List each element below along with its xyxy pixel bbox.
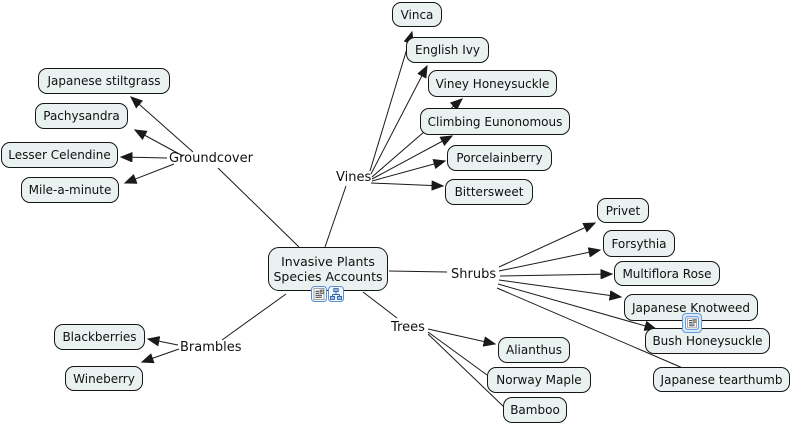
node-bittersweet[interactable]: Bittersweet	[445, 179, 533, 205]
root-node-title-line1: Invasive Plants	[281, 254, 375, 269]
document-list-icon	[311, 286, 327, 302]
node-porcelainberry[interactable]: Porcelainberry	[447, 145, 552, 171]
node-multiflora-rose[interactable]: Multiflora Rose	[614, 261, 720, 286]
root-node-invasive-plants[interactable]: Invasive Plants Species Accounts	[268, 247, 388, 291]
node-lesser-celendine[interactable]: Lesser Celendine	[1, 142, 118, 168]
node-alianthus[interactable]: Alianthus	[498, 337, 570, 363]
node-japanese-tearthumb[interactable]: Japanese tearthumb	[653, 367, 790, 392]
root-node-title-line2: Species Accounts	[273, 269, 383, 284]
shrubs-connectors	[496, 223, 686, 370]
trees-connectors	[427, 328, 505, 408]
bush-honeysuckle-note-icon-halo	[682, 313, 702, 333]
branch-label-vines[interactable]: Vines	[336, 170, 372, 185]
node-mile-a-minute[interactable]: Mile-a-minute	[21, 177, 119, 203]
document-list-icon	[685, 316, 699, 330]
brambles-connectors	[142, 339, 180, 362]
node-blackberries[interactable]: Blackberries	[54, 324, 145, 350]
node-bamboo[interactable]: Bamboo	[503, 397, 567, 423]
node-pachysandra[interactable]: Pachysandra	[35, 103, 128, 129]
branch-label-shrubs[interactable]: Shrubs	[451, 267, 497, 282]
node-forsythia[interactable]: Forsythia	[603, 230, 675, 257]
node-bush-honeysuckle[interactable]: Bush Honeysuckle	[645, 328, 770, 354]
node-japanese-stiltgrass[interactable]: Japanese stiltgrass	[38, 68, 170, 94]
node-vinca[interactable]: Vinca	[392, 2, 442, 27]
node-norway-maple[interactable]: Norway Maple	[487, 367, 591, 393]
node-japanese-knotweed[interactable]: Japanese Knotweed	[624, 294, 758, 321]
branch-label-trees[interactable]: Trees	[391, 320, 425, 335]
org-chart-icon	[328, 286, 344, 302]
branch-label-brambles[interactable]: Brambles	[180, 340, 242, 355]
node-privet[interactable]: Privet	[597, 198, 649, 223]
branch-label-groundcover[interactable]: Groundcover	[169, 151, 253, 166]
node-viney-honeysuckle[interactable]: Viney Honeysuckle	[428, 70, 557, 97]
node-climbing-eunonomous[interactable]: Climbing Eunonomous	[420, 108, 570, 135]
node-english-ivy[interactable]: English Ivy	[406, 37, 489, 63]
groundcover-connectors	[121, 97, 194, 183]
root-branch-connectors	[217, 167, 448, 341]
node-wineberry[interactable]: Wineberry	[65, 366, 143, 391]
